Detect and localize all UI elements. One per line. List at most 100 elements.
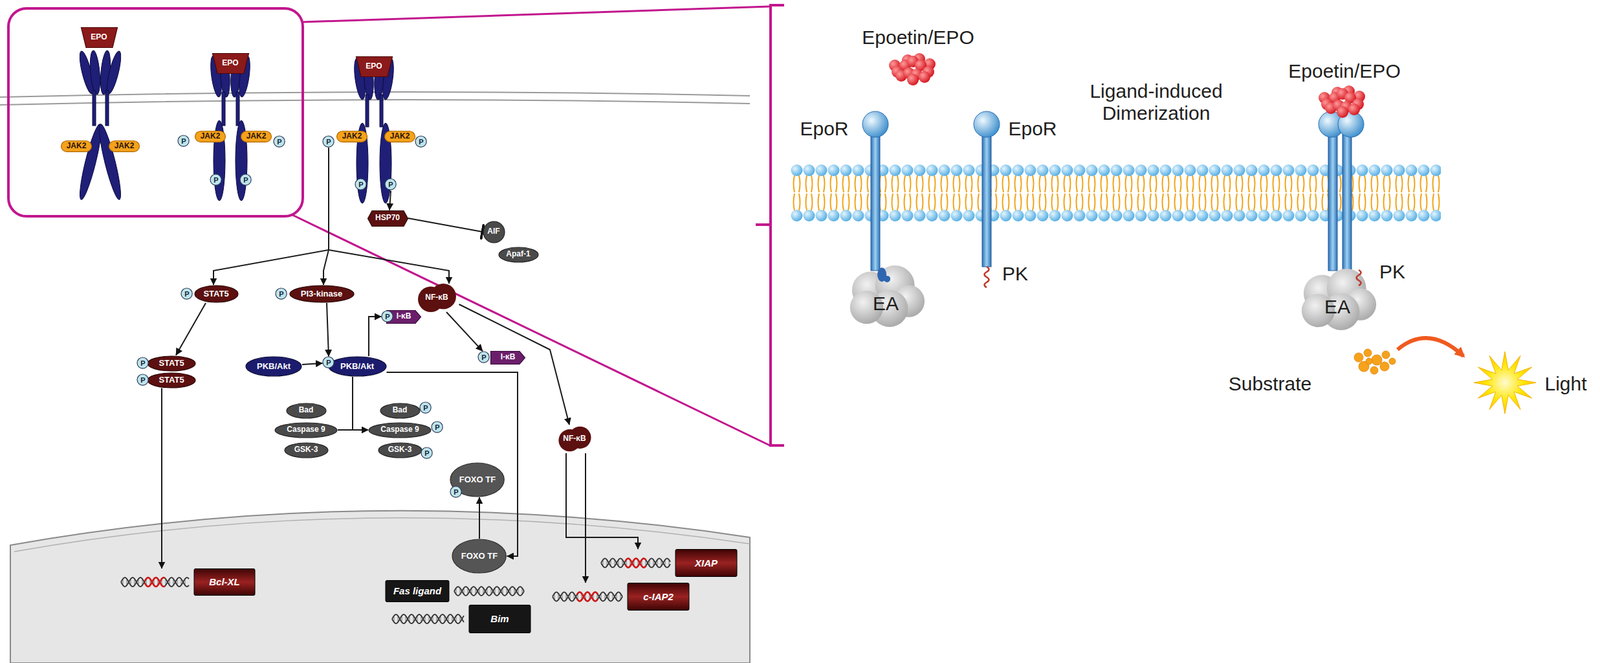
node-text: P: [326, 137, 331, 147]
node-label: P: [424, 449, 429, 458]
jak2-kinase: JAK2: [108, 140, 140, 153]
kinase-protein-outline: [245, 356, 302, 376]
node-label: P: [481, 353, 486, 362]
promoter-strand: [144, 577, 165, 587]
zoom-bracket: [755, 5, 785, 446]
signal-arrow: [584, 452, 587, 583]
dna-strand: [120, 577, 189, 587]
signal-protein: NF-κB: [556, 424, 594, 453]
phospho-circle-outline: [381, 310, 393, 322]
phospho-circle-outline: [478, 351, 490, 363]
promoter-strand: [624, 558, 646, 568]
node-text: I-κB: [396, 311, 412, 321]
node-label: FOXO TF: [459, 474, 496, 485]
apoptosis-protein-outline: [380, 403, 420, 418]
node-text: JAK2: [66, 141, 87, 151]
promoter-strand: [144, 577, 165, 587]
annotation-text: PK: [1379, 260, 1406, 284]
phospho-circle-outline: [210, 174, 222, 186]
node-label: Bad: [298, 405, 314, 415]
node-text: Bim: [490, 612, 509, 624]
jak2-kinase-outline: [241, 131, 272, 143]
node-text: STAT5: [203, 289, 229, 299]
annotation-text: Epoetin/EPO: [1288, 60, 1401, 83]
phospho-circle: P: [136, 373, 149, 386]
phospho-circle-outline: [322, 135, 334, 147]
phospho-circle: P: [274, 287, 288, 300]
phospho-circle: P: [177, 134, 190, 147]
dna-strand: [552, 591, 623, 602]
node-text: c-IAP2: [643, 590, 674, 602]
receptor-transmembrane: [236, 91, 240, 126]
signal-protein-outline: [194, 285, 239, 303]
phospho-circle: P: [420, 446, 433, 459]
node-label: PI3-kinase: [300, 289, 343, 299]
enzyme-fragment: [883, 274, 891, 282]
apoptosis-protein-outline: [286, 403, 327, 418]
promoter-strand: [577, 591, 598, 602]
cloud-lobe: [870, 289, 908, 327]
signal-arrow: [459, 304, 570, 425]
jak2-kinase-outline: [195, 131, 226, 143]
signal-arrow: [478, 496, 481, 539]
receptor-chain: [104, 49, 124, 95]
epo-ligand: EPO: [212, 53, 250, 74]
gene-rect: [194, 568, 255, 596]
node-label: STAT5: [158, 358, 184, 369]
annotation-text: Substrate: [1228, 372, 1312, 396]
node-label: P: [326, 358, 331, 367]
phospho-circle-outline: [415, 135, 427, 147]
phospho-circle: P: [322, 355, 335, 369]
phospho-circle-outline: [273, 135, 285, 147]
node-text: Fas ligand: [393, 584, 442, 596]
node-text: P: [388, 180, 393, 189]
node-text: I-κB: [500, 352, 516, 362]
apoptosis-protein-outline: [378, 442, 422, 458]
node-label: GSK-3: [388, 445, 413, 455]
node-text: STAT5: [158, 375, 184, 385]
phospho-circle-outline: [419, 401, 431, 413]
annotation-label: Epoetin/EPO: [1288, 60, 1401, 83]
phospho-circle: P: [381, 309, 394, 323]
node-label: Bim: [490, 612, 509, 624]
node-label: Bcl-XL: [208, 575, 241, 587]
substrate-dot: [1354, 352, 1364, 362]
apoptosis-protein-outline: [483, 221, 505, 243]
receptor-transmembrane: [92, 90, 96, 126]
apoptosis-protein: GSK-3: [377, 441, 423, 459]
annotation-label: Ligand-induced Dimerization: [1072, 80, 1241, 125]
gene-box: c-IAP2: [551, 582, 690, 611]
apoptosis-protein: Caspase 9: [274, 421, 338, 439]
signal-arrow: [368, 316, 382, 356]
apoptosis-protein: GSK-3: [284, 441, 329, 459]
signal-arrow: [175, 302, 206, 356]
node-label: Fas ligand: [393, 584, 442, 596]
epo-ligand-outline: [355, 56, 393, 77]
signal-protein-outline: [289, 285, 354, 303]
node-text: XIAP: [694, 557, 718, 569]
annotation-text: EpoR: [1008, 117, 1057, 141]
node-label: HSP70: [375, 213, 400, 223]
dna-helix: [392, 613, 464, 624]
annotation-label: Epoetin/EPO: [861, 26, 974, 50]
annotation-text: PK: [1002, 262, 1029, 286]
dna-strand: [454, 586, 525, 596]
node-label: P: [434, 423, 440, 432]
phospho-circle-outline: [177, 135, 189, 147]
node-text: P: [213, 175, 219, 185]
substrate-dots: [1354, 348, 1396, 374]
nuclear-envelope: [14, 517, 750, 552]
node-label: STAT5: [203, 289, 229, 299]
pk-fragment: [1356, 269, 1362, 286]
dna-strand: [454, 586, 525, 596]
receptor-chain: [88, 50, 102, 96]
node-text: P: [140, 375, 145, 385]
node-label: P: [423, 403, 428, 413]
jak2-kinase-outline: [61, 141, 92, 153]
node-text: Caspase 9: [380, 425, 419, 435]
epo-ligand-outline: [212, 53, 249, 74]
substrate-dot: [1389, 357, 1396, 365]
node-label: JAK2: [390, 131, 411, 142]
node-label: JAK2: [114, 141, 135, 151]
